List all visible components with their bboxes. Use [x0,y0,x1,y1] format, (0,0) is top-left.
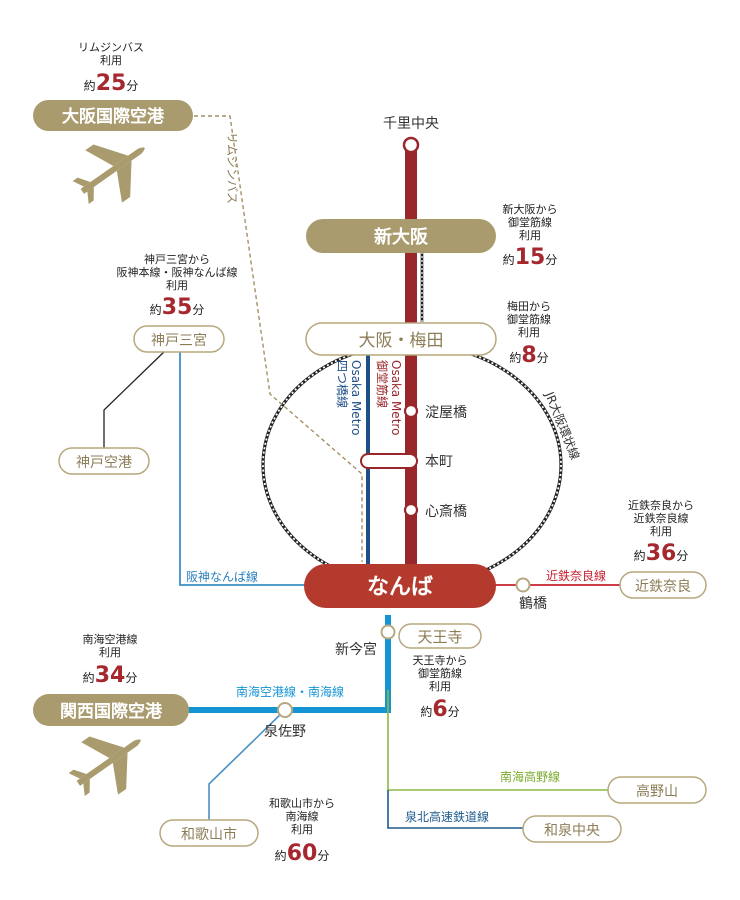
station-tennoji[interactable] [398,623,482,649]
route-info-nara: 近鉄奈良から 近鉄奈良線 利用 約36分 [628,498,694,566]
station-wakayamashi[interactable] [159,819,259,847]
route-info-itami: リムジンバス 利用 約25分 [78,41,144,96]
station-label-yodoyabashi: 淀屋橋 [425,405,467,421]
svg-text:御堂筋線: 御堂筋線 [508,215,552,229]
kobe-airport-line [103,349,167,448]
hanshin-namba-line [179,352,310,586]
nankai-airport-label: 南海空港線・南海線 [236,684,344,699]
svg-text:リムジンバス: リムジンバス [78,41,144,54]
station-marker-senri-chuo[interactable] [402,136,420,154]
svg-text:天王寺から: 天王寺から [413,654,468,667]
station-label-kobe-sannomiya: 神戸三宮 [151,333,207,349]
svg-text:約34分: 約34分 [83,663,138,688]
station-marker-shin-imamiya[interactable] [380,624,396,640]
station-marker-shinsaibashi[interactable] [403,502,419,518]
svg-text:利用: 利用 [519,229,541,242]
svg-text:近鉄奈良線: 近鉄奈良線 [634,511,689,525]
station-koyasan[interactable] [607,776,707,804]
hub-label-kansai-airport: 関西国際空港 [60,701,163,722]
limousine-bus-label: リムジンバス [225,132,239,204]
station-izumi-chuo[interactable] [522,815,622,843]
svg-text:Osaka Metro: Osaka Metro [349,360,363,435]
svg-text:四つ橋線: 四つ橋線 [335,360,350,408]
senboku-line [387,790,523,829]
station-label-tennoji: 天王寺 [417,628,462,646]
route-info-shin-osaka: 新大阪から 御堂筋線 利用 約15分 [503,202,558,270]
station-marker-honmachi[interactable] [360,453,418,469]
limousine-bus-route [194,115,363,562]
station-label-kobe-airport: 神戸空港 [76,455,132,471]
station-label-izumisano: 泉佐野 [264,723,306,740]
station-label-koyasan: 高野山 [636,783,678,800]
station-label-honmachi: 本町 [425,454,453,470]
svg-text:南海線: 南海線 [286,809,319,823]
airplane-icon [68,736,141,796]
svg-text:御堂筋線: 御堂筋線 [375,360,390,408]
station-marker-izumisano[interactable] [277,702,293,718]
svg-text:約36分: 約36分 [634,541,689,566]
svg-text:利用: 利用 [518,326,540,339]
hub-shin-osaka[interactable] [306,219,496,253]
svg-text:約60分: 約60分 [275,841,330,866]
hub-label-umeda: 大阪・梅田 [359,331,444,351]
nankai-koya-label: 南海高野線 [500,769,560,784]
station-label-shinsaibashi: 心斎橋 [425,503,467,520]
hanshin-namba-label: 阪神なんば線 [186,569,258,584]
kintetsu-nara-label: 近鉄奈良線 [546,568,606,583]
route-info-tennoji: 天王寺から 御堂筋線 利用 約6分 [413,654,468,722]
svg-text:御堂筋線: 御堂筋線 [507,312,551,326]
hub-kansai-airport[interactable] [33,694,189,726]
route-info-kobe: 神戸三宮から 阪神本線・阪神なんば線 利用 約35分 [117,252,238,320]
svg-text:梅田から: 梅田から [507,299,551,313]
hub-label-osaka-airport: 大阪国際空港 [62,106,165,127]
jr-loop-label: JR大阪環状線 [542,389,583,462]
svg-text:阪神本線・阪神なんば線: 阪神本線・阪神なんば線 [117,265,238,279]
route-info-umeda: 梅田から 御堂筋線 利用 約8分 [507,299,551,368]
svg-text:利用: 利用 [100,54,122,67]
station-label-izumi-chuo: 和泉中央 [544,822,600,839]
svg-text:利用: 利用 [429,680,451,693]
hub-osaka-airport[interactable] [33,100,193,131]
svg-text:南海空港線: 南海空港線 [83,632,138,646]
svg-text:Osaka Metro: Osaka Metro [389,360,403,435]
midosuji-label: Osaka Metro 御堂筋線 [375,360,403,435]
svg-text:約6分: 約6分 [420,697,459,722]
senboku-label: 泉北高速鉄道線 [405,809,489,824]
svg-text:約8分: 約8分 [509,343,548,368]
svg-text:利用: 利用 [650,525,672,538]
station-label-kintetsu-nara: 近鉄奈良 [635,579,691,595]
station-label-shin-imamiya: 新今宮 [335,642,377,658]
airplane-icon [72,144,145,204]
svg-text:御堂筋線: 御堂筋線 [418,666,462,680]
yotsubashi-label: Osaka Metro 四つ橋線 [335,360,363,435]
route-info-kix: 南海空港線 利用 約34分 [83,632,138,688]
svg-text:神戸三宮から: 神戸三宮から [144,252,210,266]
route-info-wakayama: 和歌山市から 南海線 利用 約60分 [269,796,335,866]
svg-text:和歌山市から: 和歌山市から [269,796,335,810]
svg-text:約25分: 約25分 [84,71,139,96]
station-kintetsu-nara[interactable] [619,571,707,599]
station-marker-tsuruhashi[interactable] [515,577,531,593]
hub-label-shin-osaka: 新大阪 [374,226,429,248]
svg-text:利用: 利用 [99,646,121,659]
hub-umeda[interactable] [305,322,497,356]
station-marker-yodoyabashi[interactable] [403,403,419,419]
hub-label-namba: なんば [367,575,433,600]
svg-text:新大阪から: 新大阪から [503,202,558,216]
station-label-tsuruhashi: 鶴橋 [519,595,547,612]
station-kobe-airport[interactable] [58,447,150,475]
station-label-wakayamashi: 和歌山市 [181,826,237,843]
hub-namba[interactable] [304,564,496,608]
station-kobe-sannomiya[interactable] [133,325,225,353]
wakayama-line [208,709,286,820]
svg-text:利用: 利用 [166,279,188,292]
svg-text:利用: 利用 [291,823,313,836]
svg-text:約35分: 約35分 [150,295,205,320]
station-label-senri-chuo: 千里中央 [383,116,439,132]
svg-text:近鉄奈良から: 近鉄奈良から [628,498,694,512]
svg-text:約15分: 約15分 [503,245,558,270]
